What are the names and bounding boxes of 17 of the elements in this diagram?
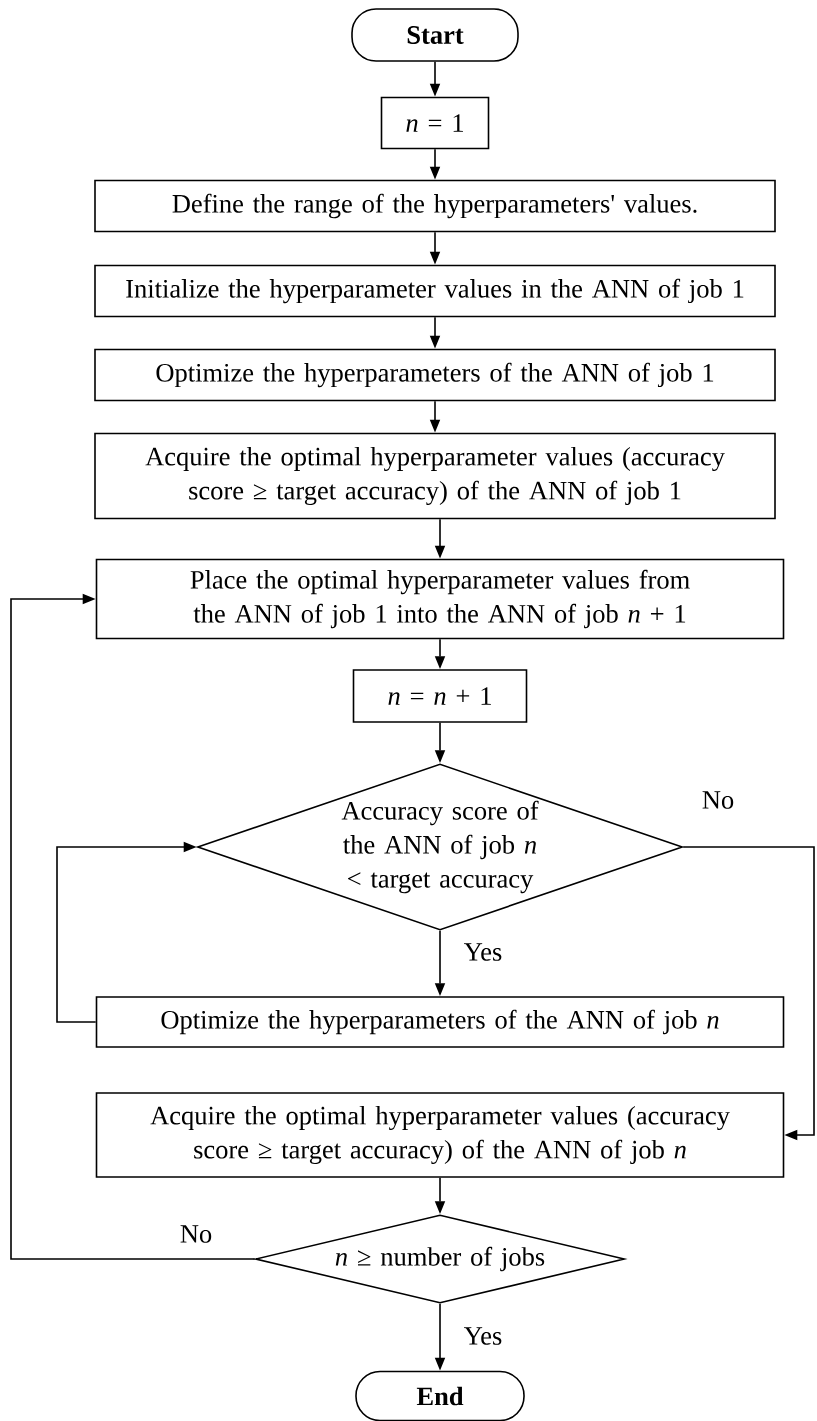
edge-label: No — [178, 1224, 214, 1244]
arrow — [682, 846, 815, 1141]
edge-label: Yes — [462, 1326, 504, 1346]
terminal-box: End — [355, 1370, 525, 1421]
edge-label: No — [700, 790, 736, 810]
edge-label: Yes — [462, 942, 504, 962]
process-box: Optimize the hyperparameters of the ANN of job n — [95, 996, 785, 1048]
process-box: n = 1 — [380, 96, 490, 150]
process-box: Initialize the hyperparameter values in the ANN of job 1 — [94, 264, 776, 318]
process-box: n = n + 1 — [352, 669, 528, 723]
process-box: Optimize the hyperparameters of the ANN of job 1 — [94, 348, 776, 402]
process-box: Place the optimal hyperparameter values from the ANN of job 1 into the ANN of job n + 1 — [95, 558, 785, 640]
process-box: Acquire the optimal hyperparameter values (accuracy score ≥ target accuracy) of the ANN of job n — [95, 1092, 785, 1178]
process-box: Define the range of the hyperparameters' values. — [94, 179, 776, 233]
arrow — [10, 593, 256, 1260]
terminal-box: Start — [351, 8, 519, 62]
process-box: Acquire the optimal hyperparameter values (accuracy score ≥ target accuracy) of the ANN of job 1 — [94, 432, 776, 520]
